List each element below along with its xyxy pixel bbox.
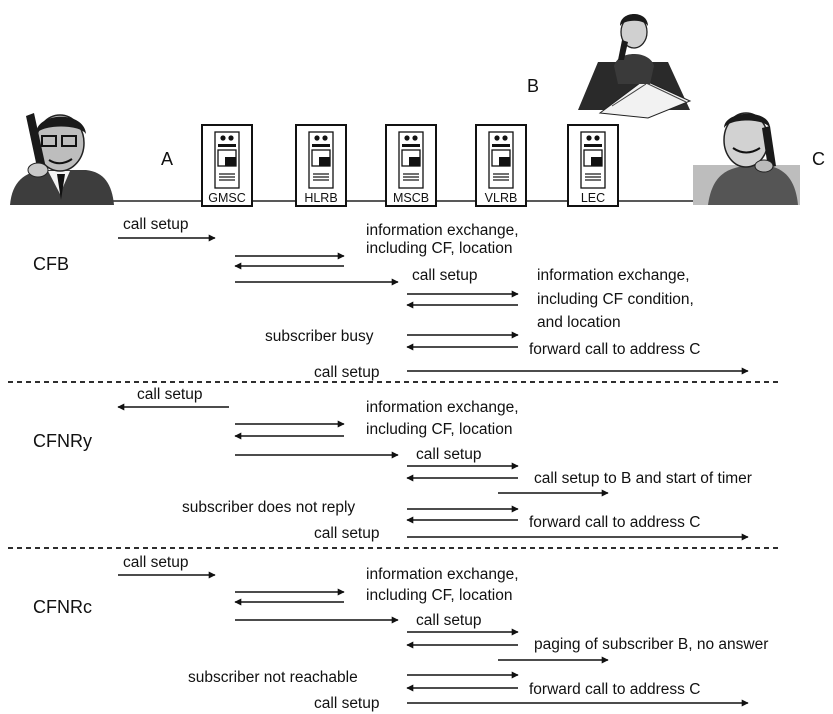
message-label: subscriber busy — [265, 328, 374, 345]
node-label: HLRB — [304, 191, 337, 205]
message-label: and location — [537, 314, 621, 331]
message-label: call setup — [416, 612, 481, 629]
message-label: subscriber not reachable — [188, 669, 358, 686]
node-indicator-icon — [228, 135, 234, 141]
message-label: call setup — [123, 554, 188, 571]
message-label: call setup to B and start of timer — [534, 470, 752, 487]
message-label: call setup — [314, 695, 379, 712]
person-a-caller-image — [10, 113, 114, 205]
node-vlrb: VLRB — [475, 124, 527, 207]
node-indicator-icon — [404, 135, 410, 141]
message-label: including CF condition, — [537, 291, 694, 308]
node-indicator-icon — [322, 135, 328, 141]
message-label: information exchange, — [366, 399, 519, 416]
section-cfnry: CFNRy call setup information exchange, i… — [33, 386, 752, 542]
message-label: subscriber does not reply — [182, 499, 355, 516]
node-indicator-icon — [220, 135, 226, 141]
section-cfb: CFB call setup information exchange, inc… — [33, 216, 749, 381]
node-label: LEC — [581, 191, 605, 205]
node-hlrb: HLRB — [295, 124, 347, 207]
person-c-callee-image — [693, 112, 800, 205]
message-label: forward call to address C — [529, 681, 700, 698]
message-label: paging of subscriber B, no answer — [534, 636, 768, 653]
message-label: including CF, location — [366, 240, 512, 257]
message-label: call setup — [137, 386, 202, 403]
message-label: call setup — [314, 525, 379, 542]
message-label: information exchange, — [366, 566, 519, 583]
node-indicator-icon — [494, 135, 500, 141]
node-indicator-icon — [594, 135, 600, 141]
message-label: forward call to address C — [529, 341, 700, 358]
node-label: GMSC — [208, 191, 246, 205]
node-indicator-icon — [412, 135, 418, 141]
message-label: information exchange, — [537, 267, 690, 284]
section-label: CFNRy — [33, 431, 92, 451]
party-c-label: C — [812, 149, 825, 169]
node-indicator-icon — [502, 135, 508, 141]
node-mscb: MSCB — [385, 124, 437, 207]
message-label: including CF, location — [366, 421, 512, 438]
person-b-desk-image — [578, 14, 692, 119]
party-b-label: B — [527, 76, 539, 96]
section-label: CFNRc — [33, 597, 92, 617]
section-label: CFB — [33, 254, 69, 274]
message-label: call setup — [123, 216, 188, 233]
node-label: MSCB — [393, 191, 429, 205]
message-label: call setup — [416, 446, 481, 463]
node-indicator-icon — [314, 135, 320, 141]
message-label: forward call to address C — [529, 514, 700, 531]
section-cfnrc: CFNRc call setup information exchange, i… — [33, 554, 768, 712]
message-label: call setup — [314, 364, 379, 381]
node-label: VLRB — [485, 191, 518, 205]
message-label: information exchange, — [366, 222, 519, 239]
message-label: call setup — [412, 267, 477, 284]
party-a-label: A — [161, 149, 173, 169]
node-indicator-icon — [586, 135, 592, 141]
node-gmsc: GMSC — [201, 124, 253, 207]
message-label: including CF, location — [366, 587, 512, 604]
node-lec: LEC — [567, 124, 619, 207]
